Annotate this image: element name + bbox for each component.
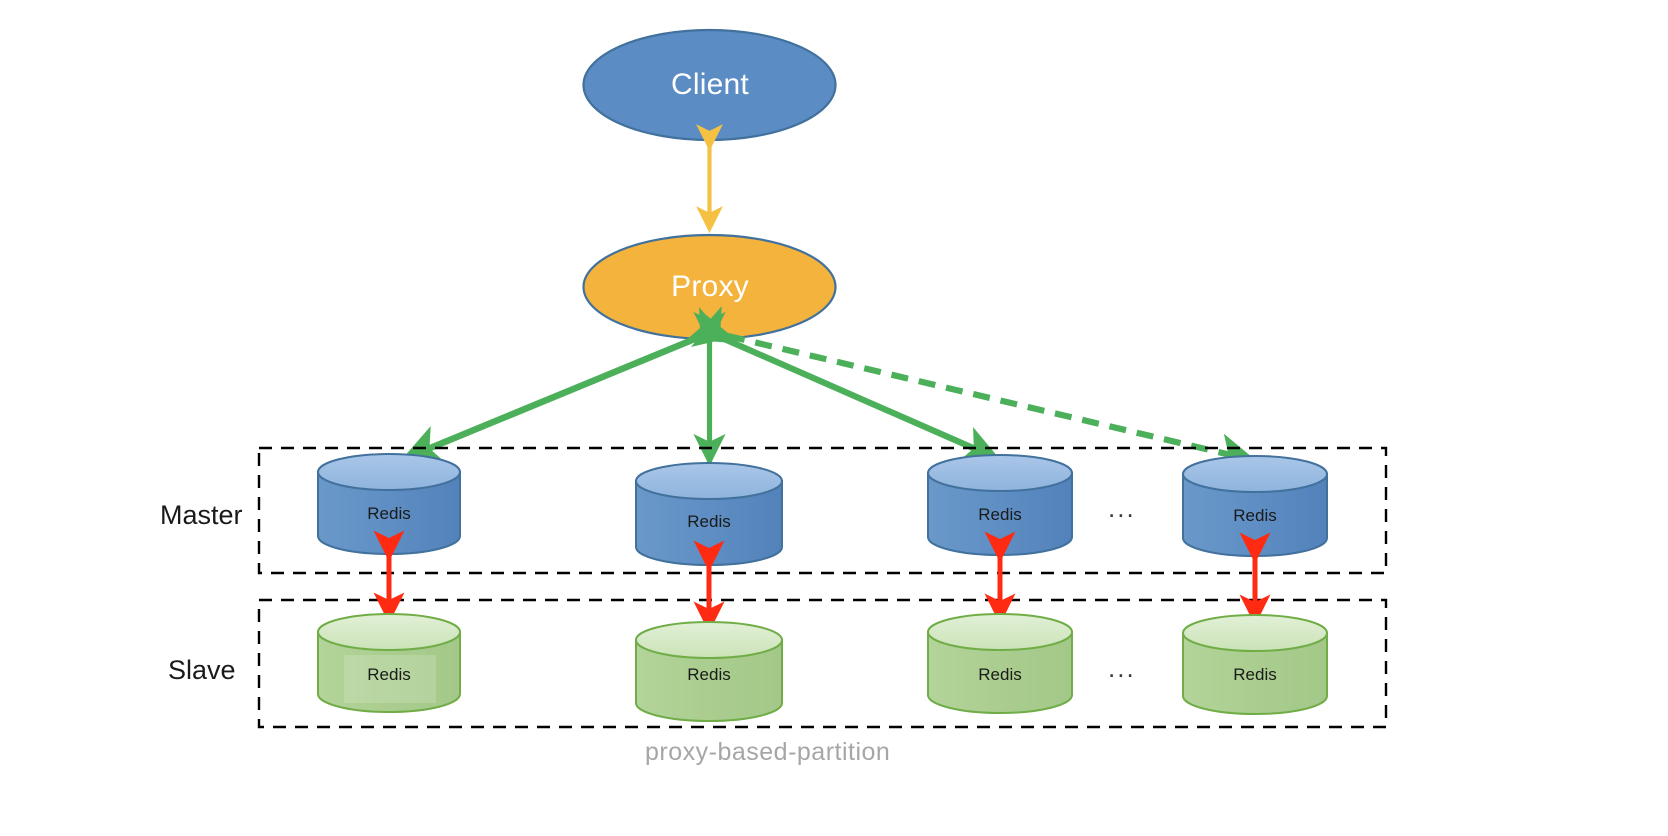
slave-cylinder-1-highlight [344,655,436,703]
diagram-caption: proxy-based-partition [645,738,891,766]
slave-cylinder-1[interactable] [317,613,461,713]
proxy-master-arrow-4-dashed [690,309,1257,471]
proxy-ellipse-shape [582,233,837,341]
client-ellipse-shape [582,28,837,142]
proxy-master-arrow-1 [401,305,738,464]
slave-cylinder-2[interactable] [635,621,783,722]
master-cylinder-4-top [1182,455,1328,493]
master-cylinder-2-top [635,462,783,500]
slave-cylinder-4[interactable] [1182,614,1328,715]
slave-cylinder-2-body [635,639,783,722]
master-row-label: Master [160,500,243,530]
slave-cylinder-3-body [927,631,1073,714]
master-cylinder-2[interactable] [635,462,783,566]
slave-cylinder-3-top [927,613,1073,651]
slave-group-box [257,598,1388,729]
master-to-slaves-connectors [373,530,1271,633]
master-group-box [257,446,1388,575]
slave-cylinder-1-body [317,631,461,713]
proxy-node[interactable] [582,233,837,341]
master-row-ellipsis: ... [1108,493,1136,523]
slave-cylinder-3[interactable] [927,613,1073,714]
master-cylinder-3-top [927,454,1073,492]
master-cylinder-3[interactable] [927,454,1073,556]
slave-row-label: Slave [168,655,236,685]
slave-cylinder-2-top [635,621,783,659]
master-cylinder-4[interactable] [1182,455,1328,557]
master-cylinder-1-top [317,453,461,491]
slave-cylinder-1-top [317,613,461,651]
slave-cylinder-4-top [1182,614,1328,652]
client-node[interactable] [582,28,837,142]
proxy-to-masters-connectors [401,305,1257,471]
proxy-master-arrow-3 [683,306,1001,463]
slave-row-ellipsis: ... [1108,653,1136,683]
master-cylinder-1[interactable] [317,453,461,555]
slave-cylinder-4-body [1182,632,1328,715]
